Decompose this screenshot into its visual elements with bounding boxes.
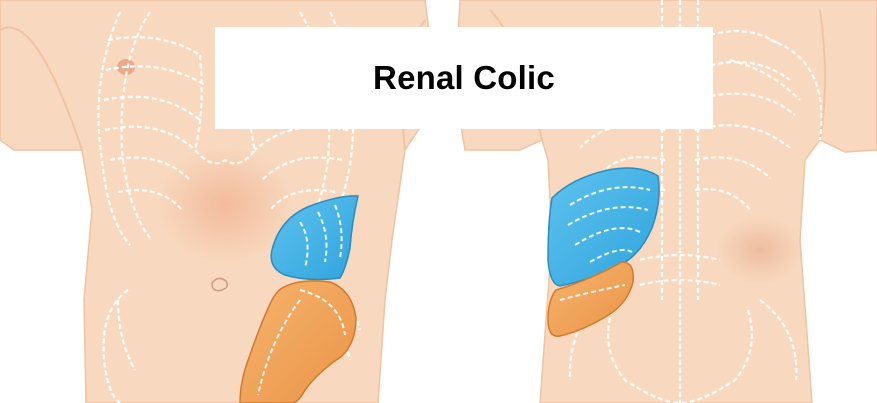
title-box: Renal Colic: [215, 27, 713, 129]
diagram-title: Renal Colic: [373, 59, 555, 97]
